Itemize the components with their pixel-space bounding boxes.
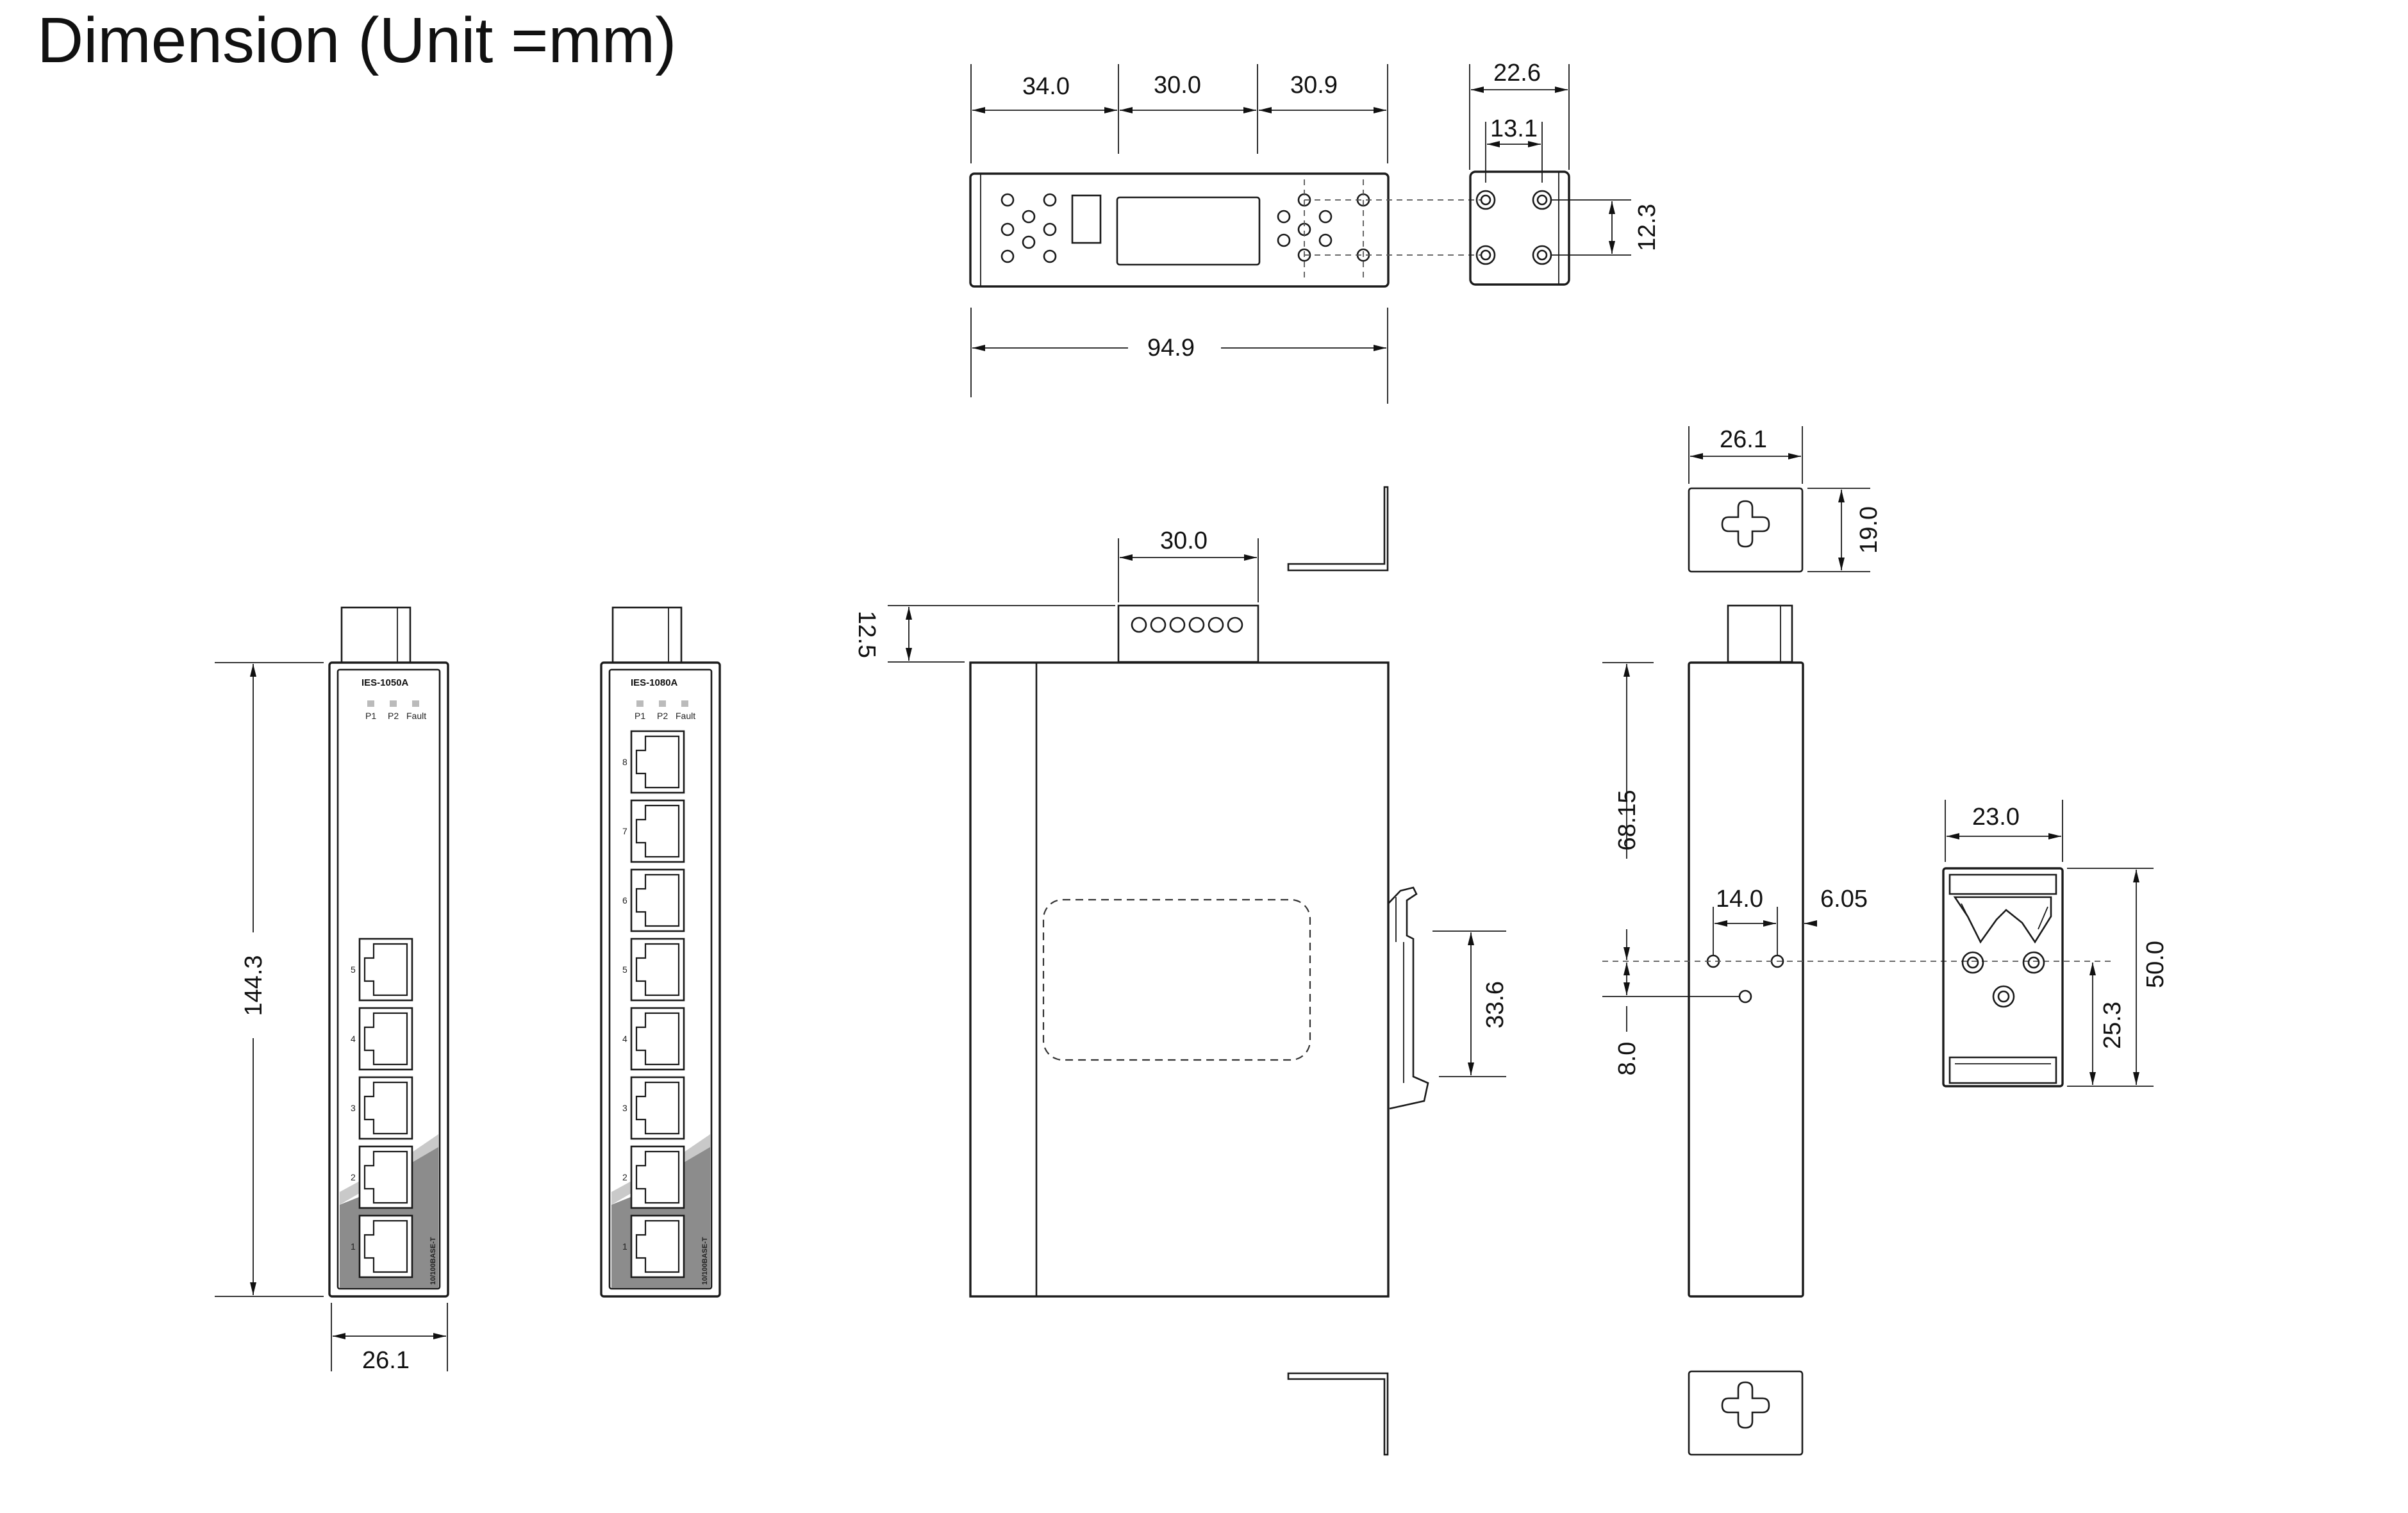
rj45-port: 1 [351, 1214, 413, 1278]
din-clip-side [1388, 886, 1429, 1110]
port-number: 6 [622, 895, 627, 905]
side-label-area [1042, 898, 1311, 1061]
dim-50: 50.0 [2142, 941, 2169, 988]
side-view: 30.0 12.5 33.6 [853, 486, 1509, 1456]
top-vent-holes-left [1001, 193, 1057, 263]
rj45-port: 8 [622, 730, 685, 794]
rj45-port: 3 [622, 1076, 685, 1140]
led-label-p1-left: P1 [365, 711, 376, 721]
port-number: 3 [351, 1103, 356, 1113]
rj45-port: 5 [351, 938, 413, 1002]
led-label-p2-left: P2 [388, 711, 399, 721]
led-label-fault-right: Fault [676, 711, 695, 721]
port-number: 2 [622, 1172, 627, 1182]
dim-26-1-front: 26.1 [362, 1347, 410, 1374]
rj45-port: 1 [622, 1214, 685, 1278]
top-view: 34.0 30.0 30.9 [969, 64, 1481, 404]
model-label-left: IES-1050A [361, 677, 409, 688]
rear-view: 26.1 19.0 68.15 8.0 14.0 6.05 [1602, 426, 2115, 1456]
rj45-port: 2 [622, 1145, 685, 1209]
front-housing-left [328, 661, 449, 1298]
angle-bracket-top [1287, 486, 1389, 572]
bracket-top-view: 22.6 13.1 12.3 [1469, 60, 1661, 286]
dim-6-05: 6.05 [1820, 886, 1868, 913]
terminal-block [1117, 604, 1259, 663]
port-number: 4 [351, 1034, 356, 1044]
top-label-window [1116, 196, 1261, 266]
rj45-port: 6 [622, 868, 685, 932]
dim-12-5: 12.5 [853, 611, 880, 658]
dim-25-3: 25.3 [2099, 1002, 2126, 1049]
dim-30: 30.0 [1154, 72, 1201, 99]
rear-housing [1688, 661, 1804, 1298]
port-number: 5 [351, 964, 356, 975]
port-number: 5 [622, 964, 627, 975]
mount-hole-3 [1738, 989, 1752, 1004]
led-label-fault-left: Fault [406, 711, 426, 721]
dim-19: 19.0 [1856, 506, 1882, 554]
cross-hole-top [1721, 500, 1770, 548]
dim-30-side: 30.0 [1160, 527, 1208, 554]
rj45-port: 7 [622, 799, 685, 863]
dim-12-3: 12.3 [1634, 204, 1661, 251]
port-number: 4 [622, 1034, 627, 1044]
port-number: 1 [351, 1241, 356, 1252]
side-housing [969, 661, 1390, 1298]
wall-mount-plate-bottom [1688, 1370, 1804, 1456]
top-vent-holes-right [1277, 193, 1370, 262]
bracket-plate [1469, 170, 1570, 286]
dim-30-9: 30.9 [1290, 72, 1338, 99]
dim-14: 14.0 [1716, 886, 1763, 913]
top-din-slot [1071, 194, 1102, 244]
front-housing-right [600, 661, 721, 1298]
din-rail-clip-view: 23.0 50.0 25.3 [1942, 800, 2169, 1087]
rj45-port: 5 [622, 938, 685, 1002]
dim-13-1: 13.1 [1490, 115, 1538, 142]
dim-22-6: 22.6 [1493, 60, 1541, 87]
top-housing [969, 172, 1390, 288]
terminal-holes [1131, 616, 1243, 633]
dim-34: 34.0 [1022, 73, 1070, 100]
dim-33-6: 33.6 [1482, 981, 1509, 1029]
rear-connector [1727, 604, 1793, 663]
port-number: 3 [622, 1103, 627, 1113]
port-number: 8 [622, 757, 627, 767]
port-number: 7 [622, 826, 627, 836]
dim-144-3: 144.3 [240, 955, 267, 1016]
din-clip-plate [1942, 867, 2064, 1087]
speed-label-right: 10/100BASE-T [701, 1237, 709, 1285]
front-view-ies-1050a: IES-1050A P1 P2 Fault 5 4 3 2 1 10/100BASE-T… [215, 606, 449, 1374]
port-number: 2 [351, 1172, 356, 1182]
rj45-port: 4 [622, 1007, 685, 1071]
port-number: 1 [622, 1241, 627, 1252]
wall-mount-plate-top [1688, 487, 1804, 573]
led-label-p2-right: P2 [657, 711, 668, 721]
front-view-ies-1080a: IES-1080A P1 P2 Fault 8 7 6 5 4 3 2 1 10/100BAS… [600, 606, 721, 1298]
din-clip-top-left [340, 606, 411, 664]
dim-8: 8.0 [1614, 1042, 1641, 1076]
dim-26-1-rear: 26.1 [1720, 426, 1767, 453]
speed-label-left: 10/100BASE-T [429, 1237, 437, 1285]
dim-23: 23.0 [1972, 804, 2020, 831]
dim-94-9: 94.9 [1147, 335, 1195, 361]
cross-hole-bottom [1721, 1381, 1770, 1429]
page-title: Dimension (Unit =mm) [37, 4, 676, 76]
angle-bracket-bottom [1287, 1372, 1389, 1456]
dim-68-15: 68.15 [1614, 790, 1641, 850]
din-clip-top-right [611, 606, 683, 664]
rj45-port: 4 [351, 1007, 413, 1071]
model-label-right: IES-1080A [631, 677, 678, 688]
rj45-port: 2 [351, 1145, 413, 1209]
led-label-p1-right: P1 [635, 711, 645, 721]
rj45-port: 3 [351, 1076, 413, 1140]
